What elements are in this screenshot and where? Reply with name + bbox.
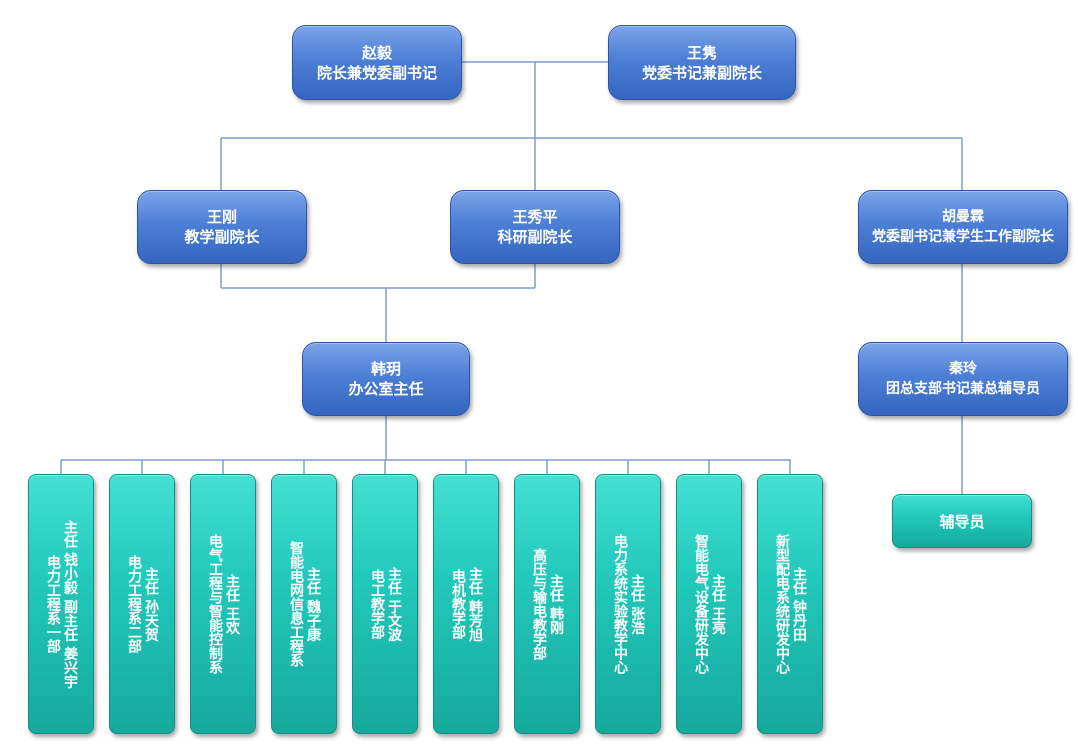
node-title: 党委书记兼副院长	[641, 63, 762, 82]
dept-box: 主任 韩芳旭 电机教学部	[433, 474, 499, 734]
node-zhao-yi: 赵毅 院长兼党委副书记	[292, 25, 462, 100]
dept-head: 主任 钱小毅 副主任 姜兴宇	[62, 519, 78, 689]
node-qin-ling: 秦玲 团总支部书记兼总辅导员	[858, 342, 1068, 416]
dept-head: 主任 张浩	[629, 573, 645, 635]
dept-head: 主任 钟丹田	[791, 566, 807, 642]
node-title: 科研副院长	[497, 228, 573, 246]
node-title: 教学副院长	[184, 228, 260, 246]
dept-name: 电气工程与智能控制系	[207, 534, 223, 674]
dept-box: 主任 王亮 智能电气设备研发中心	[676, 474, 742, 734]
dept-head: 主任 王亮	[710, 573, 726, 635]
dept-box: 主任 王欢 电气工程与智能控制系	[190, 474, 256, 734]
dept-name: 电工教学部	[369, 569, 385, 639]
dept-box: 主任 韩刚 高压与输电教学部	[514, 474, 580, 734]
node-name: 胡曼霖	[942, 209, 984, 225]
dept-name: 电力工程系二部	[126, 555, 142, 653]
dept-name: 新型配电系统研发中心	[774, 534, 790, 674]
dept-head: 主任 王欢	[224, 573, 240, 635]
dept-name: 电机教学部	[450, 569, 466, 639]
node-han-yue: 韩玥 办公室主任	[302, 342, 470, 416]
dept-box: 主任 钟丹田 新型配电系统研发中心	[757, 474, 823, 734]
node-title: 团总支部书记兼总辅导员	[886, 381, 1040, 397]
dept-head: 主任 韩芳旭	[467, 566, 483, 642]
dept-head: 主任 于文波	[386, 566, 402, 642]
node-title: 党委副书记兼学生工作副院长	[872, 229, 1054, 245]
dept-box: 主任 孙天贺 电力工程系二部	[109, 474, 175, 734]
dept-name: 智能电气设备研发中心	[693, 534, 709, 674]
node-wang-jun: 王隽 党委书记兼副院长	[608, 25, 796, 100]
dept-box: 主任 魏子康 智能电网信息工程系	[271, 474, 337, 734]
node-name: 韩玥	[370, 360, 401, 378]
node-title: 院长兼党委副书记	[316, 63, 437, 82]
dept-box: 主任 张浩 电力系统实验教学中心	[595, 474, 661, 734]
dept-box: 主任 钱小毅 副主任 姜兴宇 电力工程系一部	[28, 474, 94, 734]
dept-name: 电力系统实验教学中心	[612, 534, 628, 674]
dept-name: 高压与输电教学部	[531, 548, 547, 660]
node-label: 辅导员	[939, 512, 985, 531]
dept-name: 电力工程系一部	[45, 555, 61, 653]
dept-head: 主任 魏子康	[305, 566, 321, 642]
dept-head: 主任 韩刚	[548, 573, 564, 635]
node-counselor: 辅导员	[892, 494, 1032, 548]
node-wang-gang: 王刚 教学副院长	[137, 190, 307, 264]
dept-box: 主任 于文波 电工教学部	[352, 474, 418, 734]
node-name: 赵毅	[361, 43, 392, 62]
node-name: 王隽	[686, 43, 717, 62]
node-name: 王刚	[206, 208, 237, 226]
node-name: 秦玲	[949, 361, 977, 377]
node-title: 办公室主任	[348, 380, 424, 398]
dept-name: 智能电网信息工程系	[288, 541, 304, 667]
node-hu-manlin: 胡曼霖 党委副书记兼学生工作副院长	[858, 190, 1068, 264]
node-wang-xiuping: 王秀平 科研副院长	[450, 190, 620, 264]
node-name: 王秀平	[512, 208, 558, 226]
dept-head: 主任 孙天贺	[143, 566, 159, 642]
